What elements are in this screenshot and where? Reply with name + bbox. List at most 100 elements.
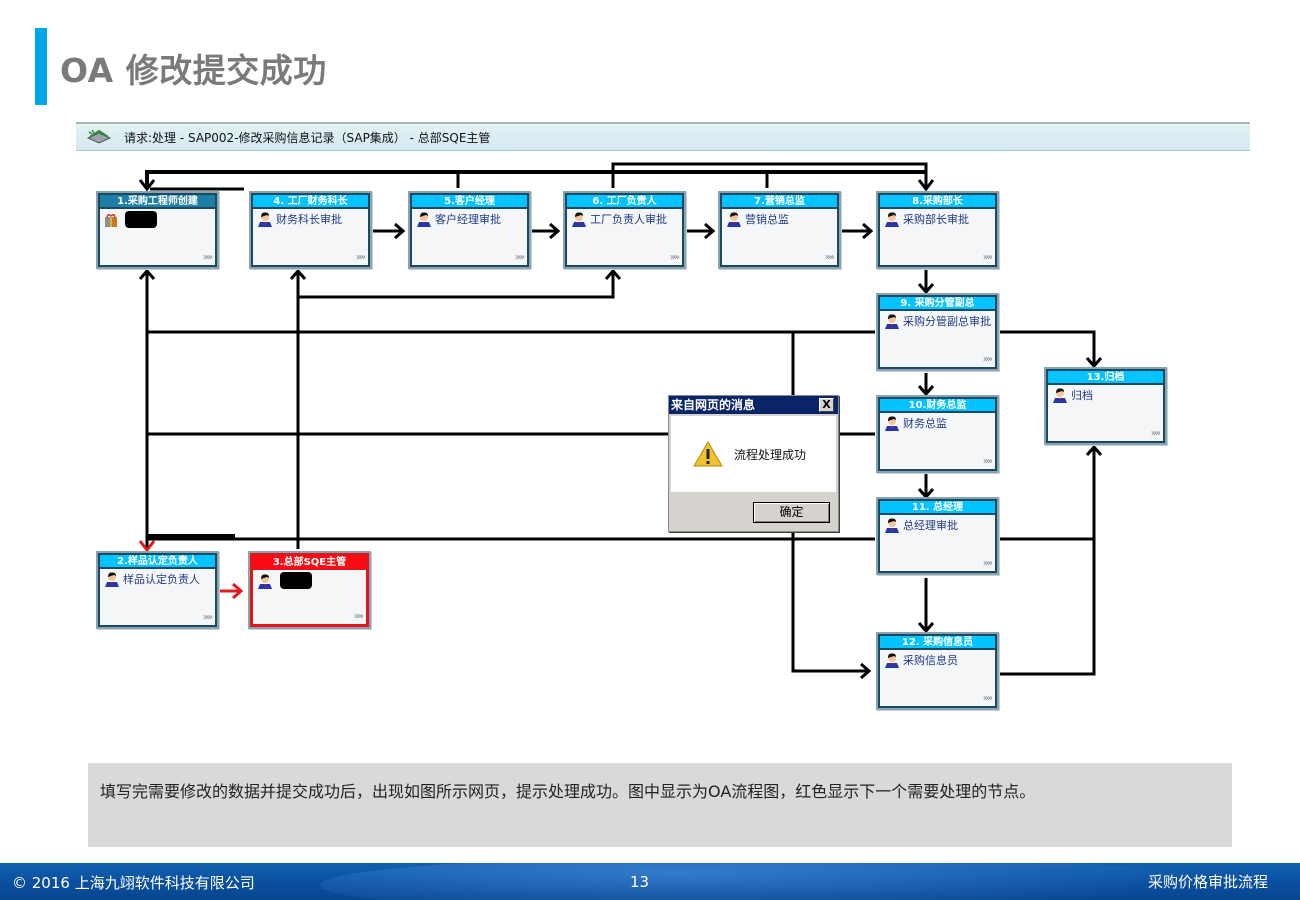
flow-node-7[interactable]: 7.营销总监营销总监»» — [718, 191, 841, 269]
footer-bar: © 2016 上海九翊软件科技有限公司 13 采购价格审批流程 — [0, 863, 1300, 900]
arrowhead-12b — [860, 662, 872, 680]
expand-chevrons-icon[interactable]: »» — [982, 558, 993, 569]
person-icon — [257, 573, 273, 589]
connector-12-to-13 — [997, 447, 1096, 676]
expand-chevrons-icon[interactable]: »» — [353, 611, 364, 622]
node-label: 财务科长审批 — [276, 213, 342, 226]
node-label: 样品认定负责人 — [123, 573, 200, 586]
node-title: 1.采购工程师创建 — [100, 195, 215, 209]
message-dialog: 来自网页的消息 X 流程处理成功 确定 — [668, 395, 839, 532]
flow-node-6[interactable]: 6. 工厂负责人工厂负责人审批 »» — [563, 191, 686, 269]
person-icon — [726, 211, 742, 227]
flow-node-5[interactable]: 5.客户经理客户经理审批 »» — [408, 191, 531, 269]
flow-node-13[interactable]: 13.归档归档 »» — [1044, 367, 1167, 445]
flow-node-2[interactable]: 2.样品认定负责人样品认定负责人 »» — [96, 551, 219, 629]
dialog-title: 来自网页的消息 — [671, 398, 756, 412]
node-label: 客户经理审批 — [435, 213, 501, 226]
node-frame: 1.采购工程师创建 »» — [98, 193, 217, 267]
node-body: 采购信息员 — [880, 650, 995, 670]
node-body: 客户经理审批 — [412, 209, 527, 229]
title-accent-bar — [35, 28, 47, 105]
node-body — [100, 209, 215, 230]
node-body: 样品认定负责人 — [100, 569, 215, 589]
node-frame: 11. 总经理总经理审批 »» — [878, 499, 997, 573]
expand-chevrons-icon[interactable]: »» — [982, 693, 993, 704]
red-arrowhead-2 — [138, 540, 156, 553]
close-icon[interactable]: X — [819, 398, 834, 412]
arrowhead-4-up — [289, 268, 307, 280]
person-icon — [257, 211, 273, 227]
flow-node-12[interactable]: 12. 采购信息员采购信息员 »» — [876, 632, 999, 710]
expand-chevrons-icon[interactable]: »» — [355, 252, 366, 263]
node-label: 工厂负责人审批 — [590, 213, 667, 226]
flow-node-8[interactable]: 8.采购部长采购部长审批»» — [876, 191, 999, 269]
expand-chevrons-icon[interactable]: »» — [202, 612, 213, 623]
connector-4-6-return — [298, 271, 615, 299]
arrowhead-6 — [549, 222, 561, 240]
redacted-name — [280, 572, 312, 589]
flow-node-11[interactable]: 11. 总经理总经理审批 »» — [876, 497, 999, 575]
node-title: 6. 工厂负责人 — [567, 195, 682, 209]
arrowhead-10 — [917, 385, 935, 397]
expand-chevrons-icon[interactable]: »» — [202, 252, 213, 263]
expand-chevrons-icon[interactable]: »» — [514, 252, 525, 263]
person-icon — [416, 211, 432, 227]
node-title: 13.归档 — [1048, 371, 1163, 385]
node-frame: 2.样品认定负责人样品认定负责人 »» — [98, 553, 217, 627]
node-label: 总经理审批 — [903, 519, 958, 532]
node-body: 工厂负责人审批 — [567, 209, 682, 229]
person-icon — [1052, 387, 1068, 403]
node-frame: 12. 采购信息员采购信息员 »» — [878, 634, 997, 708]
person-icon — [884, 313, 900, 329]
flow-node-9[interactable]: 9. 采购分管副总采购分管副总审批»» — [876, 293, 999, 371]
connector-9-to-13 — [997, 330, 1096, 365]
expand-chevrons-icon[interactable]: »» — [982, 456, 993, 467]
node-body: 总经理审批 — [880, 515, 995, 535]
arrowhead-9 — [917, 283, 935, 295]
expand-chevrons-icon[interactable]: »» — [982, 252, 993, 263]
footer-copyright: © 2016 上海九翊软件科技有限公司 — [12, 874, 255, 892]
node-title: 11. 总经理 — [880, 501, 995, 515]
expand-chevrons-icon[interactable]: »» — [1150, 428, 1161, 439]
node-body: 财务总监 — [880, 413, 995, 433]
request-header-text: 请求:处理 - SAP002-修改采购信息记录（SAP集成） - 总部SQE主管 — [124, 131, 491, 145]
node-title: 7.营销总监 — [722, 195, 837, 209]
expand-chevrons-icon[interactable]: »» — [669, 252, 680, 263]
node-frame: 13.归档归档 »» — [1046, 369, 1165, 443]
flow-node-10[interactable]: 10.财务总监财务总监»» — [876, 395, 999, 473]
expand-chevrons-icon[interactable]: »» — [824, 252, 835, 263]
arrowhead-1-up — [138, 268, 156, 280]
node-frame: 6. 工厂负责人工厂负责人审批 »» — [565, 193, 684, 267]
node-label: 采购信息员 — [903, 654, 958, 667]
arrowhead-8b — [862, 222, 874, 240]
flow-node-3[interactable]: 3.总部SQE主管»» — [248, 551, 371, 629]
flow-node-1[interactable]: 1.采购工程师创建 »» — [96, 191, 219, 269]
footer-swoosh — [320, 863, 1220, 900]
node-title: 2.样品认定负责人 — [100, 555, 215, 569]
node-title: 5.客户经理 — [412, 195, 527, 209]
node-title: 12. 采购信息员 — [880, 636, 995, 650]
warning-icon — [693, 441, 723, 467]
node-body: 采购分管副总审批 — [880, 311, 995, 331]
node-label: 归档 — [1071, 389, 1093, 402]
connector-top-bus — [145, 170, 926, 188]
flow-node-4[interactable]: 4. 工厂财务科长财务科长审批»» — [249, 191, 372, 269]
node-body: 归档 — [1048, 385, 1163, 405]
redacted-name — [125, 211, 157, 228]
ok-button[interactable]: 确定 — [753, 502, 830, 523]
node-body: 财务科长审批 — [253, 209, 368, 229]
arrowhead-5 — [394, 222, 406, 240]
footer-section-title: 采购价格审批流程 — [1147, 873, 1268, 891]
arrowhead-13-down — [1085, 357, 1103, 369]
arrowhead-13-up — [1085, 444, 1103, 456]
arrowhead-12 — [917, 622, 935, 634]
slide-title: OA 修改提交成功 — [60, 51, 327, 90]
red-arrowhead-3 — [232, 582, 244, 600]
person-icon — [884, 211, 900, 227]
request-header-bar: 请求:处理 - SAP002-修改采购信息记录（SAP集成） - 总部SQE主管 — [76, 122, 1250, 151]
node-title: 8.采购部长 — [880, 195, 995, 209]
node-frame: 5.客户经理客户经理审批 »» — [410, 193, 529, 267]
person-icon — [571, 211, 587, 227]
expand-chevrons-icon[interactable]: »» — [982, 354, 993, 365]
arrowhead-11 — [917, 488, 935, 500]
